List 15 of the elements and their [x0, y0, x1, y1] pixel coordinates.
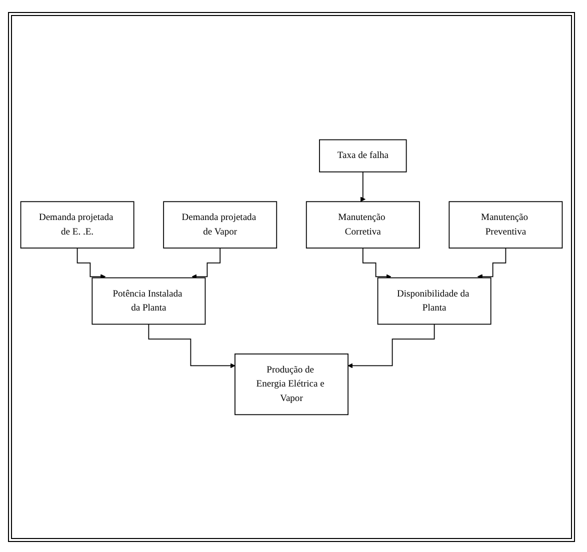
arrow — [360, 171, 366, 202]
arrow — [76, 247, 106, 280]
arrow — [348, 324, 435, 368]
arrow — [477, 247, 506, 280]
node-box: Potência Instalada da Planta — [92, 277, 206, 324]
arrow — [192, 247, 221, 280]
arrow — [362, 247, 392, 280]
node-box: Manutenção Preventiva — [448, 200, 563, 248]
node-box: Taxa de falha — [319, 139, 407, 172]
node-box: Demanda projetada de Vapor — [163, 200, 278, 248]
node-box: Produção de Energia Elétrica e Vapor — [234, 353, 348, 415]
node-box: Demanda projetada de E. .E. — [20, 200, 134, 248]
node-box: Manutenção Corretiva — [306, 200, 420, 248]
node-box: Disponibilidade da Planta — [377, 277, 492, 324]
arrow — [148, 324, 236, 368]
